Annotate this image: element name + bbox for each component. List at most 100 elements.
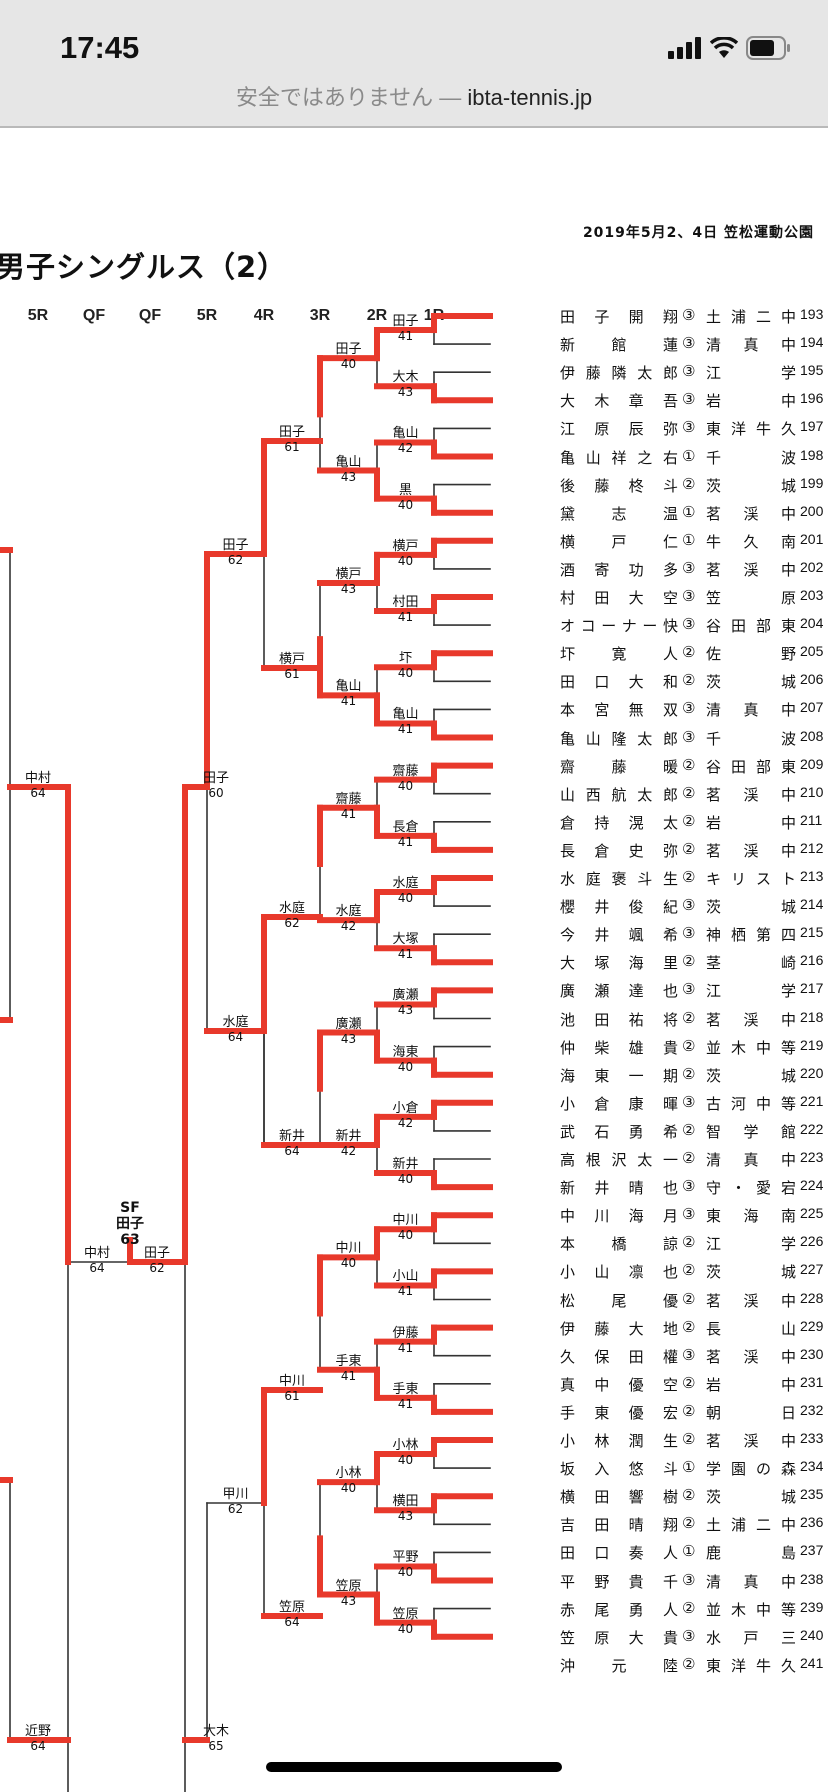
player-number: 218 [800,1008,824,1025]
player-name: 田口大和 [560,673,678,692]
match-score: 43 [340,581,357,596]
round-header-5r: 5R [27,307,49,324]
match-score: 64 [30,1739,46,1753]
player-grade: ③ [682,980,696,999]
player-name: 倉持滉太 [560,813,678,832]
player-grade: ③ [682,334,696,353]
player-number: 200 [800,502,824,519]
match-winner: 亀山 [392,707,419,723]
player-grade: ③ [682,727,696,746]
player-grade: ③ [682,896,696,915]
match-score: 64 [89,1261,105,1275]
match-score: 60 [208,786,224,800]
player-school: 智学館 [706,1122,796,1141]
player-grade: ② [682,1401,696,1420]
player-number: 196 [800,390,824,407]
match-winner: 水庭 [335,904,362,920]
player-number: 194 [800,334,824,351]
player-number: 227 [800,1261,824,1278]
player-name: 平野貴千 [560,1572,678,1591]
player-number: 219 [800,1036,824,1053]
player-name: 沖元陸 [560,1656,678,1675]
player-name: 中川海月 [560,1207,678,1226]
match-winner: 大塚 [392,932,419,948]
match-score: 41 [397,1284,414,1299]
player-grade: ① [682,502,696,521]
player-number: 216 [800,952,824,969]
player-grade: ② [682,474,696,493]
match-score: 43 [340,469,357,484]
player-grade: ③ [682,1345,696,1364]
player-school: 茗渓中 [706,785,796,804]
match-winner: 齋藤 [335,791,362,807]
player-name: 本橋諒 [560,1235,678,1254]
player-name: 山西航太郎 [560,785,678,804]
match-winner: 新井 [335,1128,362,1144]
match-score: 43 [397,1003,414,1018]
match-winner: 手東 [392,1381,419,1397]
player-school: 清真中 [706,1151,796,1169]
player-grade: ② [682,1486,696,1505]
player-name: 後藤柊斗 [560,476,678,495]
player-grade: ② [682,1514,696,1533]
player-school: 学園の森 [706,1460,796,1479]
player-grade: ③ [682,924,696,943]
player-school: 土浦二中 [706,308,796,326]
player-school: 茨城 [706,1263,796,1282]
match-score: 40 [397,497,414,512]
player-school: 茨城 [706,1488,796,1507]
player-grade: ② [682,868,696,886]
match-winner: 海東 [392,1044,419,1060]
player-name: 小倉康暉 [560,1094,678,1113]
status-icons [668,36,792,60]
match-winner: 田子 [202,771,229,786]
player-number: 226 [800,1233,824,1250]
match-winner: 笠原 [335,1578,362,1594]
player-school: 笠原 [706,589,796,607]
match-winner: 新井 [278,1129,305,1144]
player-school: 茗渓中 [706,504,796,523]
match-winner: 平野 [392,1550,419,1566]
match-score: 62 [227,553,244,567]
player-school: 守・愛宕 [706,1179,796,1198]
player-number: 212 [800,839,824,856]
match-winner: 田子 [143,1246,170,1261]
player-number: 209 [800,755,824,772]
player-school: 水戸三 [706,1628,796,1647]
player-school: キリスト [706,870,796,888]
player-grade: ③ [682,558,696,577]
player-name: 久保田權 [560,1347,678,1366]
player-name: 武石勇希 [560,1122,678,1141]
player-grade: ② [682,1654,696,1673]
player-number: 205 [800,643,824,660]
player-number: 228 [800,1289,824,1306]
address-bar[interactable]: 安全ではありません — ibta-tennis.jp [0,80,828,112]
match-winner: 伊藤 [392,1325,419,1341]
player-number: 235 [800,1486,824,1503]
player-school: 茨城 [706,673,796,692]
player-name: 海東一期 [560,1066,678,1085]
match-winner: 中川 [335,1241,362,1257]
match-score: 62 [284,916,300,930]
round-header-2r: 2R [366,307,388,324]
match-winner: 中村 [83,1246,110,1261]
player-number: 232 [800,1401,824,1418]
match-score: 43 [340,1593,357,1608]
player-grade: ③ [682,1177,696,1196]
match-score: 40 [397,891,414,906]
wifi-icon [710,37,738,58]
